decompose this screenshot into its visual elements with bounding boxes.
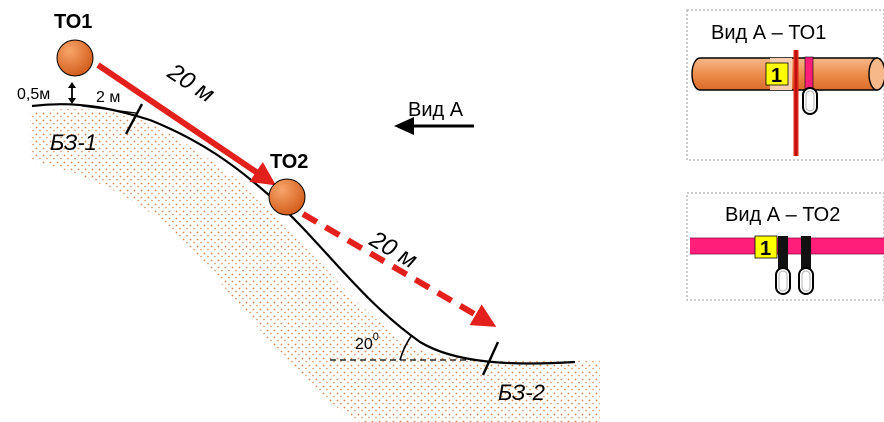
rope-segment-2	[301, 211, 497, 327]
panel-2-marker-box	[754, 235, 778, 259]
panel-2-sling-2	[801, 236, 811, 270]
panel-2-title: Вид А – ТО2	[725, 204, 840, 226]
segment-1-label: 20 м	[162, 58, 219, 108]
angle-degree: 0	[373, 331, 379, 343]
angle-label: 200	[355, 331, 379, 353]
tree-2-marker	[268, 178, 306, 216]
panel-1-title: Вид А – ТО1	[711, 22, 826, 44]
offset-label: 2 м	[96, 89, 120, 106]
panel-view-a-to2: Вид А – ТО2 1	[686, 192, 884, 301]
angle-value: 20	[355, 336, 373, 353]
zone-2-boundary-tick	[481, 341, 500, 376]
rope-segment-1	[96, 62, 276, 186]
tree-2-label: ТО2	[270, 151, 308, 173]
tree-1-label: ТО1	[54, 11, 92, 33]
zone-1-label: БЗ-1	[50, 130, 97, 155]
soil-hatch	[30, 109, 600, 422]
panel-1-marker-box	[765, 62, 789, 86]
panel-view-a-to1: Вид А – ТО1 1	[686, 9, 884, 161]
panel-2-sling-1	[778, 236, 788, 270]
zone-2-label: БЗ-2	[498, 380, 545, 405]
panel-1-marker: 1	[771, 65, 782, 87]
panel-1-sling	[804, 56, 814, 92]
offset-dimension-line	[81, 105, 137, 114]
angle-arc	[399, 334, 413, 361]
view-arrow-label: Вид А	[408, 99, 464, 121]
height-dimension-arrow	[68, 82, 76, 104]
panel-2-marker: 1	[760, 238, 771, 260]
zone-1-boundary-tick	[124, 103, 144, 135]
panel-1-carabiner	[802, 87, 818, 115]
tree-1-marker	[56, 39, 94, 77]
height-label: 0,5м	[17, 86, 50, 103]
panel-2-carabiner-1	[775, 267, 791, 295]
view-direction-arrow	[394, 117, 474, 135]
panel-2-carabiner-2	[798, 267, 814, 295]
